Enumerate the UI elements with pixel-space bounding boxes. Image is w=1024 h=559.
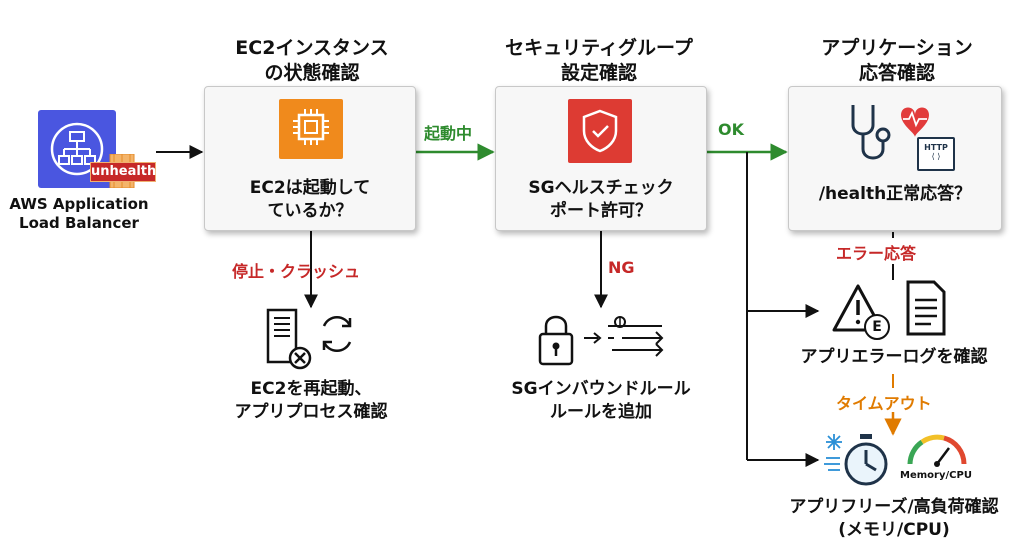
- outcome-restart-line2: アプリプロセス確認: [234, 402, 388, 422]
- outcome-inbound: SGインバウンドルール ルールを追加: [486, 378, 716, 424]
- error-e-badge: E: [864, 314, 890, 340]
- header-ec2-line2: の状態確認: [264, 62, 360, 84]
- label-ok: OK: [718, 120, 744, 139]
- header-app-line2: 応答確認: [858, 62, 935, 84]
- ec2-question: EC2は起動して ているか？: [205, 177, 415, 223]
- app-question: /health正常応答？: [818, 184, 972, 204]
- lock-inbound-icon: [538, 315, 664, 366]
- ec2-question-line1: EC2は起動して: [249, 178, 371, 198]
- code-arrows-icon: ⟨ ⟩: [931, 152, 941, 161]
- sg-check-box: SGヘルスチェック ポート許可？: [495, 86, 707, 231]
- header-app-response: アプリケーション 応答確認: [782, 36, 1012, 86]
- snowflake-stopwatch-icon: [824, 434, 888, 486]
- sg-question-line2: ポート許可？: [550, 201, 652, 221]
- header-sg-line2: 設定確認: [560, 62, 637, 84]
- outcome-freeze: アプリフリーズ/高負荷確認 (メモリ/CPU): [766, 496, 1022, 542]
- ec2-chip-icon: [293, 109, 329, 145]
- outcome-freeze-line1: アプリフリーズ/高負荷確認: [789, 497, 999, 517]
- sg-icon-tile: [568, 99, 632, 163]
- outcome-restart: EC2を再起動、 アプリプロセス確認: [196, 378, 426, 424]
- http-badge-text: HTTP: [924, 143, 948, 152]
- label-running: 起動中: [424, 124, 473, 143]
- log-document-icon: [906, 280, 946, 336]
- alb-label: AWS Application Load Balancer: [6, 195, 152, 233]
- sg-question-line1: SGヘルスチェック: [528, 178, 674, 198]
- stethoscope-heart-icon: [851, 105, 929, 160]
- http-badge: HTTP ⟨ ⟩: [917, 137, 955, 171]
- gauge-label: Memory/CPU: [900, 470, 972, 481]
- outcome-freeze-line2: (メモリ/CPU): [838, 520, 950, 540]
- label-timeout: タイムアウト: [836, 394, 932, 413]
- label-error-response: エラー応答: [836, 244, 917, 263]
- server-restart-icon: [266, 308, 352, 370]
- unhealthy-badge: unhealthy: [90, 162, 165, 182]
- ec2-check-box: EC2は起動して ているか？: [204, 86, 416, 231]
- header-security-group: セキュリティグループ 設定確認: [474, 36, 724, 86]
- sg-question: SGヘルスチェック ポート許可？: [496, 177, 706, 223]
- app-check-box: HTTP ⟨ ⟩ /health正常応答？: [788, 86, 1002, 231]
- warning-error-icon: [832, 284, 884, 332]
- header-sg-line1: セキュリティグループ: [505, 37, 693, 59]
- outcome-inbound-line2: ルールを追加: [550, 402, 652, 422]
- load-balancer-icon: [50, 122, 104, 176]
- alb-label-line2: Load Balancer: [19, 214, 139, 232]
- outcome-inbound-line1: SGインバウンドルール: [511, 379, 691, 399]
- header-app-line1: アプリケーション: [821, 37, 973, 59]
- label-stopped: 停止・クラッシュ: [232, 262, 361, 281]
- unhealthy-badge-chip: unhealthy: [90, 154, 165, 188]
- memory-gauge-icon: [907, 434, 967, 467]
- alb-label-line1: AWS Application: [9, 195, 149, 213]
- security-shield-icon: [582, 109, 618, 153]
- ec2-question-line2: ているか？: [267, 201, 353, 221]
- outcome-restart-line1: EC2を再起動、: [250, 379, 372, 399]
- header-ec2-state: EC2インスタンス の状態確認: [198, 36, 426, 86]
- header-ec2-line1: EC2インスタンス: [235, 37, 389, 59]
- error-e-badge-text: E: [872, 319, 882, 335]
- label-ng: NG: [608, 258, 635, 277]
- ec2-icon-tile: [279, 99, 343, 159]
- outcome-errorlog: アプリエラーログを確認: [800, 347, 988, 367]
